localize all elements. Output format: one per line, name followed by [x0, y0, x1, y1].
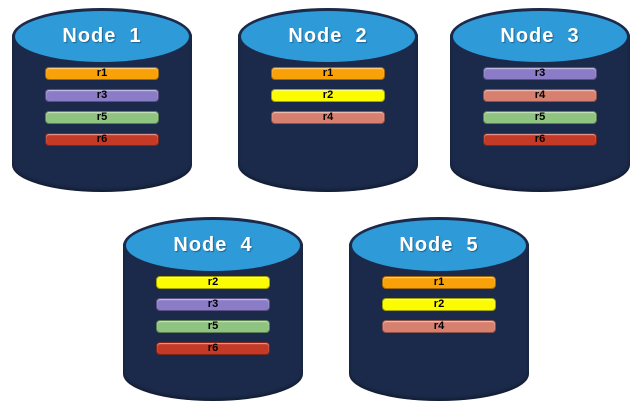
node-label: Node 3	[500, 25, 580, 47]
node-label: Node 1	[62, 25, 142, 47]
replica-bar-r1: r1	[271, 67, 385, 80]
cylinder-top-ellipse: Node 4	[123, 217, 303, 274]
database-node-1: Node 1 r1 r3 r5 r6	[12, 8, 192, 192]
node-label: Node 5	[399, 234, 479, 256]
replica-bar-r3: r3	[156, 298, 270, 311]
node-label: Node 2	[288, 25, 368, 47]
replica-bar-r2: r2	[156, 276, 270, 289]
database-node-4: Node 4 r2 r3 r5 r6	[123, 217, 303, 401]
replica-list: r3 r4 r5 r6	[450, 67, 630, 146]
replica-bar-r6: r6	[45, 133, 159, 146]
replica-bar-r5: r5	[156, 320, 270, 333]
replica-list: r1 r3 r5 r6	[12, 67, 192, 146]
replica-bar-r6: r6	[483, 133, 597, 146]
cylinder-top-ellipse: Node 1	[12, 8, 192, 65]
replica-bar-r3: r3	[45, 89, 159, 102]
replica-bar-r6: r6	[156, 342, 270, 355]
replica-list: r2 r3 r5 r6	[123, 276, 303, 355]
replica-bar-r5: r5	[483, 111, 597, 124]
replica-bar-r1: r1	[45, 67, 159, 80]
replica-bar-r2: r2	[382, 298, 496, 311]
replica-bar-r2: r2	[271, 89, 385, 102]
replica-bar-r4: r4	[271, 111, 385, 124]
replica-bar-r4: r4	[382, 320, 496, 333]
database-node-3: Node 3 r3 r4 r5 r6	[450, 8, 630, 192]
replica-list: r1 r2 r4	[349, 276, 529, 333]
replica-list: r1 r2 r4	[238, 67, 418, 124]
replica-bar-r1: r1	[382, 276, 496, 289]
node-label: Node 4	[173, 234, 253, 256]
cylinder-top-ellipse: Node 5	[349, 217, 529, 274]
cylinder-top-ellipse: Node 3	[450, 8, 630, 65]
database-node-2: Node 2 r1 r2 r4	[238, 8, 418, 192]
database-node-5: Node 5 r1 r2 r4	[349, 217, 529, 401]
cylinder-top-ellipse: Node 2	[238, 8, 418, 65]
replica-bar-r5: r5	[45, 111, 159, 124]
replica-bar-r3: r3	[483, 67, 597, 80]
replica-bar-r4: r4	[483, 89, 597, 102]
